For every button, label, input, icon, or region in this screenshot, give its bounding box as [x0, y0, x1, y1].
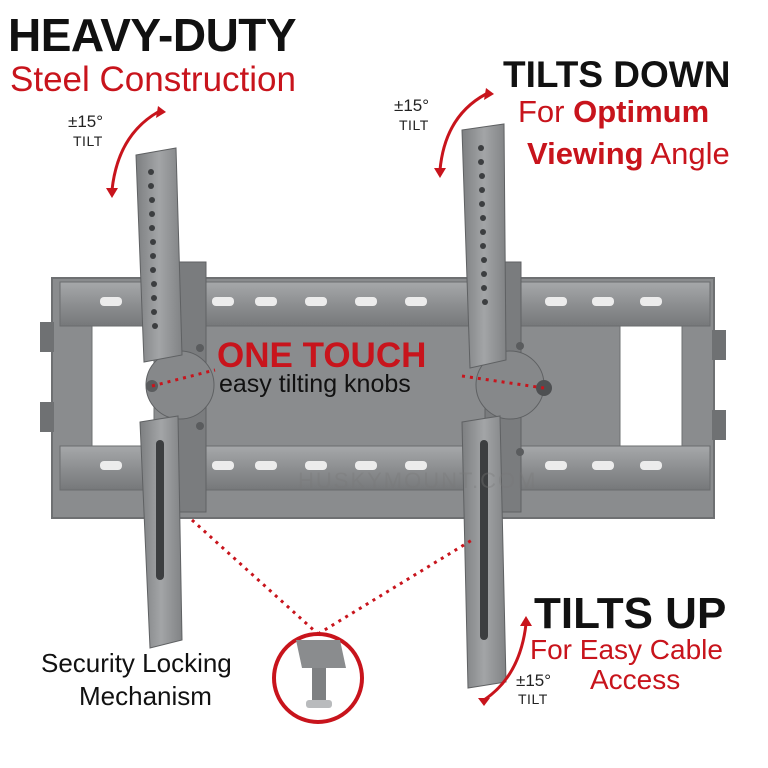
tilt-badge-left-label: TILT — [73, 133, 103, 149]
security-lock-detail — [272, 632, 364, 724]
security-label-line1: Security Locking — [41, 648, 232, 678]
tilt-badge-left-value: ±15° — [68, 112, 104, 131]
tilt-arrow-top-right — [434, 88, 494, 178]
tilts-up-line2: Access — [590, 664, 681, 695]
headline-title: HEAVY-DUTY — [8, 9, 297, 61]
tilts-down-line1: For Optimum — [518, 94, 710, 129]
headline-subtitle: Steel Construction — [10, 60, 296, 99]
tilts-up-title: TILTS UP — [534, 589, 727, 638]
tilt-arrow-bottom-right — [478, 616, 532, 706]
tilt-badge-top-right-label: TILT — [399, 117, 429, 133]
right-tilt-bracket — [461, 123, 552, 689]
tilts-down-title: TILTS DOWN — [503, 54, 731, 95]
tilts-down-line2: Viewing Angle — [527, 136, 730, 171]
left-tilt-bracket — [135, 147, 215, 649]
tilts-up-line1: For Easy Cable — [530, 634, 723, 665]
one-touch-title: ONE TOUCH — [217, 336, 427, 375]
tilt-badge-bottom-right-label: TILT — [518, 691, 548, 707]
watermark: HUSKYMOUNT.COM — [298, 468, 538, 493]
security-label-line2: Mechanism — [79, 681, 212, 711]
tilt-badge-bottom-right-value: ±15° — [516, 671, 552, 690]
one-touch-subtitle: easy tilting knobs — [219, 370, 411, 398]
tilt-badge-top-right-value: ±15° — [394, 96, 430, 115]
tilt-arrow-left — [106, 106, 166, 198]
callout-lines — [151, 368, 545, 636]
